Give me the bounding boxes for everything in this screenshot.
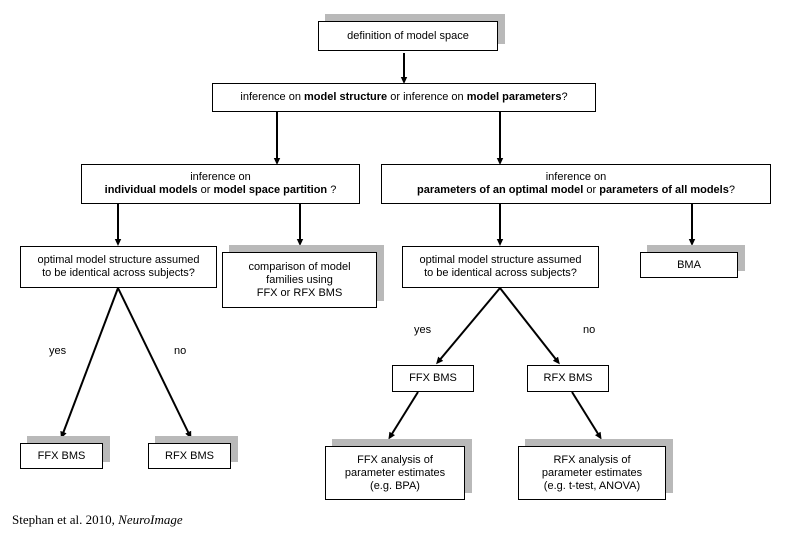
- node-label-line3: (e.g. t-test, ANOVA): [543, 479, 641, 492]
- edge-label-right-no: no: [583, 324, 596, 336]
- node-inference-structure-or-parameters[interactable]: inference on model structure or inferenc…: [212, 83, 596, 112]
- text-pre1: inference on: [240, 91, 305, 103]
- text-bold2: model parameters: [466, 91, 562, 103]
- text-pre2: inference on: [403, 91, 467, 103]
- node-label-line1: inference on model structure or inferenc…: [240, 91, 567, 104]
- text-bold1: model structure: [304, 91, 388, 103]
- edge-label-right-yes: yes: [414, 324, 432, 336]
- node-box: RFX BMS: [148, 443, 231, 469]
- node-label-line1: optimal model structure assumed: [37, 254, 200, 266]
- node-label-line1: optimal model structure assumed: [419, 254, 582, 266]
- node-label-line2: to be identical across subjects?: [42, 267, 195, 279]
- text-post: ?: [327, 184, 337, 196]
- node-ffx-bms-right[interactable]: FFX BMS: [392, 365, 474, 392]
- node-label-line1: inference on: [190, 171, 251, 183]
- arrow-optimal-left-yes-ffx: [60, 287, 119, 439]
- text-mid: or: [197, 184, 214, 196]
- node-label-line2: parameter estimates: [344, 466, 446, 479]
- node-label-line3: FFX or RFX BMS: [256, 286, 343, 299]
- node-label-line3: (e.g. BPA): [370, 479, 420, 492]
- node-label-line2: families using: [266, 273, 333, 286]
- node-label-line1: FFX BMS: [37, 449, 86, 462]
- node-label-line2: individual models or model space partiti…: [105, 184, 337, 197]
- arrow-rfx-bms-to-rfx-analysis: [571, 391, 602, 440]
- text-bold2: model space partition: [213, 184, 328, 196]
- node-box: FFX analysis of parameter estimates (e.g…: [325, 446, 465, 500]
- node-label-line1: RFX BMS: [543, 372, 593, 384]
- text-post: ?: [728, 184, 735, 196]
- text-post: ?: [561, 91, 568, 103]
- node-bma[interactable]: BMA: [640, 245, 745, 278]
- node-label-line2: to be identical across subjects?: [424, 267, 577, 279]
- node-label-line2: parameter estimates: [541, 466, 643, 479]
- node-box: RFX analysis of parameter estimates (e.g…: [518, 446, 666, 500]
- node-label-line1: FFX BMS: [409, 372, 457, 384]
- node-box: optimal model structure assumed to be id…: [402, 246, 599, 288]
- node-label-line1: comparison of model: [248, 260, 351, 273]
- node-inference-individual-or-partition[interactable]: inference on individual models or model …: [81, 164, 360, 204]
- node-box: RFX BMS: [527, 365, 609, 392]
- node-box: inference on individual models or model …: [81, 164, 360, 204]
- arrow-optimal-left-no-rfx: [117, 287, 192, 439]
- node-rfx-bms-right[interactable]: RFX BMS: [527, 365, 609, 392]
- node-ffx-analysis[interactable]: FFX analysis of parameter estimates (e.g…: [325, 439, 472, 500]
- node-rfx-analysis[interactable]: RFX analysis of parameter estimates (e.g…: [518, 439, 673, 500]
- text-bold1: individual models: [104, 184, 198, 196]
- node-label-line1: FFX analysis of: [357, 453, 433, 466]
- node-ffx-bms-left[interactable]: FFX BMS: [20, 436, 110, 469]
- node-label-line1: inference on: [545, 171, 607, 183]
- node-box: optimal model structure assumed to be id…: [20, 246, 217, 288]
- edge-label-left-no: no: [174, 345, 187, 357]
- text-bold1: parameters of an optimal model: [417, 184, 584, 196]
- node-box: definition of model space: [318, 21, 498, 51]
- text-bold2: parameters of all models: [599, 184, 729, 196]
- node-label-line1: RFX BMS: [165, 449, 214, 462]
- text-mid: or: [583, 184, 600, 196]
- citation-authors-year: Stephan et al. 2010,: [12, 512, 119, 527]
- node-box: FFX BMS: [392, 365, 474, 392]
- node-optimal-model-structure-left[interactable]: optimal model structure assumed to be id…: [20, 246, 217, 288]
- node-label-line2: parameters of an optimal model or parame…: [417, 184, 735, 197]
- node-comparison-of-model-families[interactable]: comparison of model families using FFX o…: [222, 245, 384, 308]
- citation-journal: NeuroImage: [118, 512, 183, 527]
- node-optimal-model-structure-right[interactable]: optimal model structure assumed to be id…: [402, 246, 599, 288]
- node-label-line1: BMA: [677, 258, 701, 271]
- edge-label-left-yes: yes: [49, 345, 67, 357]
- node-inference-optimal-or-all-parameters[interactable]: inference on parameters of an optimal mo…: [381, 164, 771, 204]
- text-mid: or: [387, 91, 404, 103]
- node-label-line1: definition of model space: [347, 29, 469, 42]
- node-box: inference on parameters of an optimal mo…: [381, 164, 771, 204]
- citation: Stephan et al. 2010, NeuroImage: [12, 512, 183, 528]
- node-box: FFX BMS: [20, 443, 103, 469]
- arrow-ffx-bms-to-ffx-analysis: [388, 391, 419, 440]
- node-box: inference on model structure or inferenc…: [212, 83, 596, 112]
- arrow-optimal-right-yes-ffx: [436, 287, 501, 365]
- arrow-optimal-right-no-rfx: [499, 287, 560, 365]
- node-box: BMA: [640, 252, 738, 278]
- node-box: comparison of model families using FFX o…: [222, 252, 377, 308]
- node-label-line1: RFX analysis of: [553, 453, 631, 466]
- node-definition-of-model-space[interactable]: definition of model space: [318, 14, 505, 51]
- node-rfx-bms-left[interactable]: RFX BMS: [148, 436, 238, 469]
